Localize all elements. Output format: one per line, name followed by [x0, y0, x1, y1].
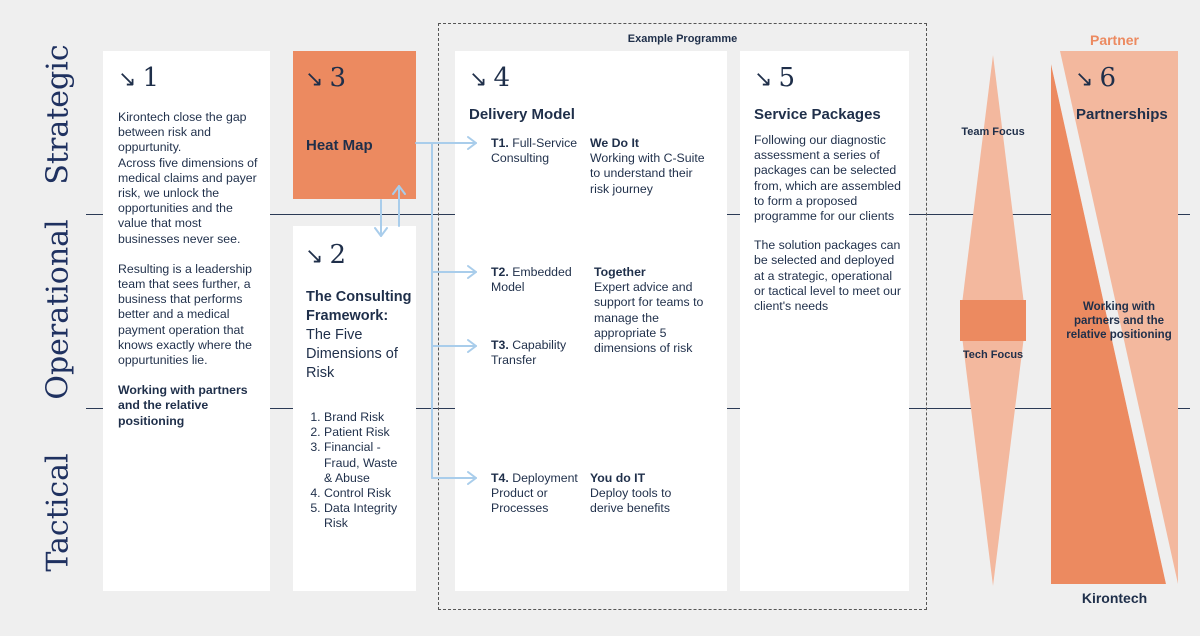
card-3-title: Heat Map	[306, 137, 373, 154]
t1-description: We Do It Working with C-Suite to underst…	[590, 136, 710, 197]
card-1	[103, 51, 270, 591]
t23-desc: Expert advice and support for teams to m…	[594, 280, 704, 356]
tech-focus-band	[960, 300, 1026, 341]
t4-desc: Deploy tools to derive benefits	[590, 486, 672, 516]
t2-code: T2.	[491, 265, 509, 279]
risk-item: Data Integrity Risk	[324, 501, 406, 531]
card-2-number: ↘2	[305, 240, 346, 270]
risk-item: Brand Risk	[324, 410, 406, 425]
t23-head: Together	[594, 265, 646, 279]
card-1-body: Kirontech close the gap between risk and…	[118, 110, 264, 429]
t1-head: We Do It	[590, 136, 639, 150]
arrow-down-right-icon: ↘	[754, 67, 773, 92]
example-programme-label: Example Programme	[627, 33, 738, 45]
t4-head: You do IT	[590, 471, 646, 485]
card-1-bold-note: Working with partners and the relative p…	[118, 383, 248, 428]
card-5-para2: The solution packages can be selected an…	[754, 238, 901, 314]
card-6-title: Partnerships	[1076, 106, 1168, 123]
arrow-down-right-icon: ↘	[305, 67, 324, 92]
card-6-note: Working with partners and the relative p…	[1066, 301, 1172, 341]
card-5-para1: Following our diagnostic assessment a se…	[754, 133, 901, 224]
card-1-para2: Across five dimensions of medical claims…	[118, 155, 258, 246]
t1-code: T1.	[491, 136, 509, 150]
example-programme-frame	[438, 23, 927, 610]
tech-focus-label: Tech Focus	[962, 349, 1024, 361]
t4-code: T4.	[491, 471, 509, 485]
card-3-number-text: 3	[329, 63, 346, 93]
card-2-risk-list: Brand Risk Patient Risk Financial - Frau…	[306, 410, 406, 532]
arrow-down-right-icon: ↘	[1075, 67, 1094, 92]
t2-label-text: Embedded Model	[491, 265, 572, 295]
card-3-number: ↘3	[305, 63, 346, 93]
wedge-gap	[1051, 51, 1178, 584]
t3-label-text: Capability Transfer	[491, 338, 567, 368]
card-1-para3: Resulting is a leadership team that sees…	[118, 261, 252, 368]
team-focus-label: Team Focus	[961, 126, 1025, 138]
t1-label: T1. Full-Service Consulting	[491, 136, 583, 166]
card-1-number: ↘1	[118, 63, 159, 93]
t2-label: T2. Embedded Model	[491, 265, 583, 295]
card-2	[293, 226, 416, 591]
card-4-number: ↘4	[469, 63, 510, 93]
card-1-para1: Kirontech close the gap between risk and…	[118, 110, 247, 155]
card-1-number-text: 1	[142, 63, 159, 93]
arrow-down-right-icon: ↘	[469, 67, 488, 92]
t1-label-text: Full-Service Consulting	[491, 136, 578, 166]
t4-label-text: Deployment Product or Processes	[491, 471, 578, 516]
card-5-number: ↘5	[754, 63, 795, 93]
card-6-number: ↘6	[1075, 63, 1116, 93]
card-2-number-text: 2	[329, 240, 346, 270]
partner-label: Partner	[1089, 32, 1140, 48]
card-5-body: Following our diagnostic assessment a se…	[754, 133, 902, 314]
risk-item: Financial - Fraud, Waste & Abuse	[324, 440, 406, 486]
card-2-title-bold: The Consulting Framework:	[306, 289, 412, 324]
card-4-number-text: 4	[493, 63, 510, 93]
card-2-title-rest: The Five Dimensions of Risk	[306, 327, 398, 381]
t4-description: You do IT Deploy tools to derive benefit…	[590, 471, 700, 517]
card-4-title: Delivery Model	[469, 106, 575, 123]
card-3-heat-map	[293, 51, 416, 199]
t3-label: T3. Capability Transfer	[491, 338, 583, 368]
t1-desc: Working with C-Suite to understand their…	[590, 151, 705, 196]
arrow-down-right-icon: ↘	[305, 244, 324, 269]
t3-code: T3.	[491, 338, 509, 352]
card-2-title: The Consulting Framework: The Five Dimen…	[306, 288, 414, 383]
t4-label: T4. Deployment Product or Processes	[491, 471, 586, 517]
risk-item: Control Risk	[324, 486, 406, 501]
card-5-number-text: 5	[778, 63, 795, 93]
card-4	[455, 51, 727, 591]
arrow-down-right-icon: ↘	[118, 67, 137, 92]
kirontech-label: Kirontech	[1081, 590, 1148, 606]
card-5	[740, 51, 909, 591]
t23-description: Together Expert advice and support for t…	[594, 265, 704, 356]
risk-item: Patient Risk	[324, 425, 406, 440]
card-5-title: Service Packages	[754, 106, 881, 123]
card-6-number-text: 6	[1099, 63, 1116, 93]
